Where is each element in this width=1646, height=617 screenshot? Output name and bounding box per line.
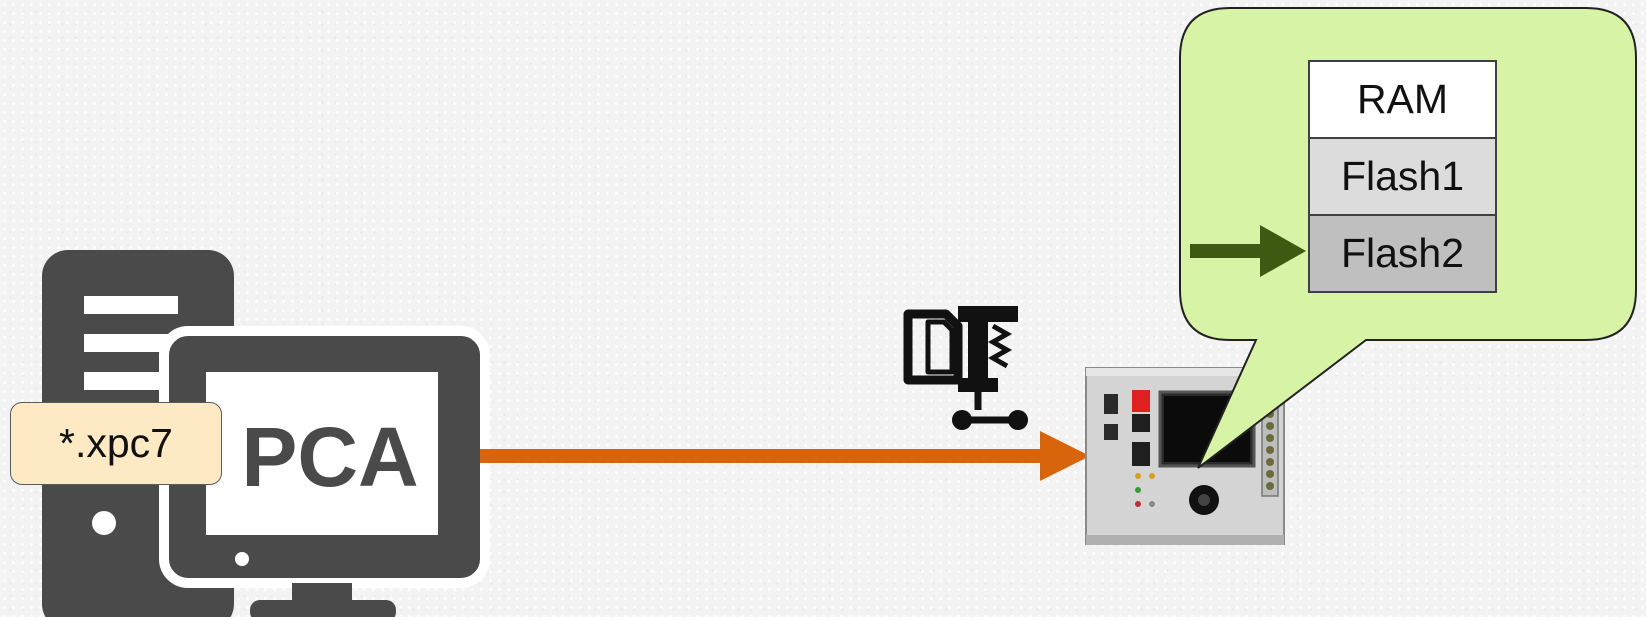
memory-row-flash1: Flash1 xyxy=(1309,138,1496,215)
monitor-stand xyxy=(250,600,396,617)
memory-row-flash2: Flash2 xyxy=(1309,215,1496,292)
tower-power-button xyxy=(92,511,116,535)
memory-row-ram: RAM xyxy=(1309,61,1496,138)
transfer-arrow xyxy=(480,431,1090,481)
memory-cell-ram: RAM xyxy=(1309,61,1496,138)
memory-cell-flash2: Flash2 xyxy=(1309,215,1496,292)
memory-table: RAM Flash1 Flash2 xyxy=(1308,60,1497,293)
memory-cell-flash1: Flash1 xyxy=(1309,138,1496,215)
xpc7-file-label: *.xpc7 xyxy=(10,402,222,485)
tower-slot xyxy=(84,296,178,314)
file-label-text: *.xpc7 xyxy=(59,420,173,467)
monitor-power-dot xyxy=(235,552,249,566)
monitor-label: PCA xyxy=(241,410,418,504)
compressed-file-icon xyxy=(908,306,1028,430)
